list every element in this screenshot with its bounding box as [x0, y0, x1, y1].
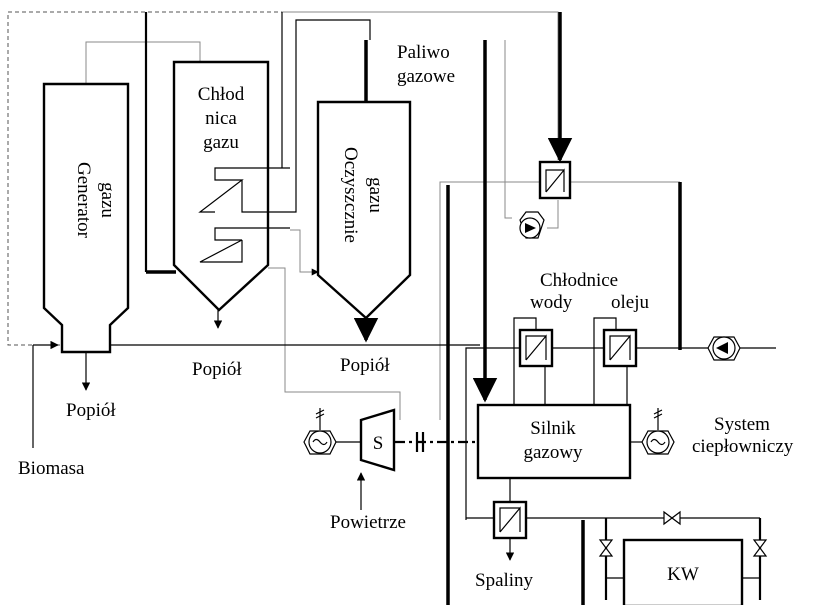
cooler-to-compressor-line — [268, 267, 401, 420]
compressor: S — [359, 408, 396, 472]
generator-label-1: Generator — [73, 162, 94, 239]
oil-cooler-in — [593, 317, 617, 405]
gas-generator: Generator gazu — [42, 82, 130, 354]
compressor-label: S — [373, 433, 384, 454]
cooler-label-1: Chłod — [198, 84, 245, 105]
exhaust-heat-exchanger — [492, 500, 528, 540]
boiler-risers — [604, 518, 762, 600]
shaft-coupling — [415, 432, 425, 452]
gas-cleaner: Oczyszcznie gazu — [316, 100, 412, 320]
coolers-water-label: wody — [530, 292, 573, 313]
boiler-label: KW — [667, 564, 699, 585]
header-valve-icon — [663, 510, 681, 526]
cooling-water-circuit — [465, 347, 776, 520]
water-cooler-exchanger — [518, 328, 554, 368]
engine-label-1: Silnik — [530, 418, 576, 439]
oil-cooler-exchanger — [602, 328, 638, 368]
cleaner-label-2: gazu — [365, 177, 386, 213]
cooler-label-3: gazu — [203, 132, 239, 153]
biomass-label: Biomasa — [18, 458, 85, 479]
top-pump-icon — [519, 211, 545, 239]
air-loop-left — [439, 181, 540, 420]
left-valve-icon — [598, 539, 614, 557]
generator-label-2: gazu — [97, 182, 118, 218]
fuel-label-2: gazowe — [397, 66, 455, 87]
generator-to-cooler-line — [85, 41, 201, 84]
compressor-generator-icon — [303, 408, 337, 455]
air-label: Powietrze — [330, 512, 406, 533]
circulation-pump-icon — [707, 336, 741, 361]
pump-to-hx-line — [547, 200, 559, 229]
engine-generator-icon — [641, 408, 675, 455]
fuel-label-1: Paliwo — [397, 42, 450, 63]
top-heat-exchanger — [538, 160, 572, 200]
heating-label-1: System — [714, 414, 770, 435]
cooler-coil-upper — [198, 167, 290, 213]
coolant-riser-b — [290, 19, 371, 213]
heating-label-2: ciepłowniczy — [692, 436, 794, 457]
exhaust-label: Spaliny — [475, 570, 534, 591]
cleaner-label-1: Oczyszcznie — [340, 147, 361, 243]
engine-label-2: gazowy — [523, 442, 583, 463]
coolers-oil-label: oleju — [611, 292, 649, 313]
cooler-coil-lower — [199, 227, 290, 263]
generator-ash-label: Popiół — [66, 400, 116, 421]
right-valve-icon — [752, 539, 768, 557]
cooler-ash-label: Popiół — [192, 359, 242, 380]
cooler-label-2: nica — [205, 108, 237, 129]
cooler-coil-upper-return — [241, 180, 290, 213]
cooler-to-cleaner-line — [290, 229, 319, 276]
gas-engine: Silnik gazowy — [476, 403, 632, 480]
water-boiler: KW — [622, 538, 744, 608]
gas-cooler: Chłod nica gazu — [172, 60, 290, 312]
cleaner-ash-label: Popiół — [340, 355, 390, 376]
fuel-to-pump-line — [504, 40, 512, 219]
top-grey-line — [282, 11, 559, 160]
coolers-title: Chłodnice — [540, 270, 618, 291]
water-cooler-in — [513, 317, 537, 405]
